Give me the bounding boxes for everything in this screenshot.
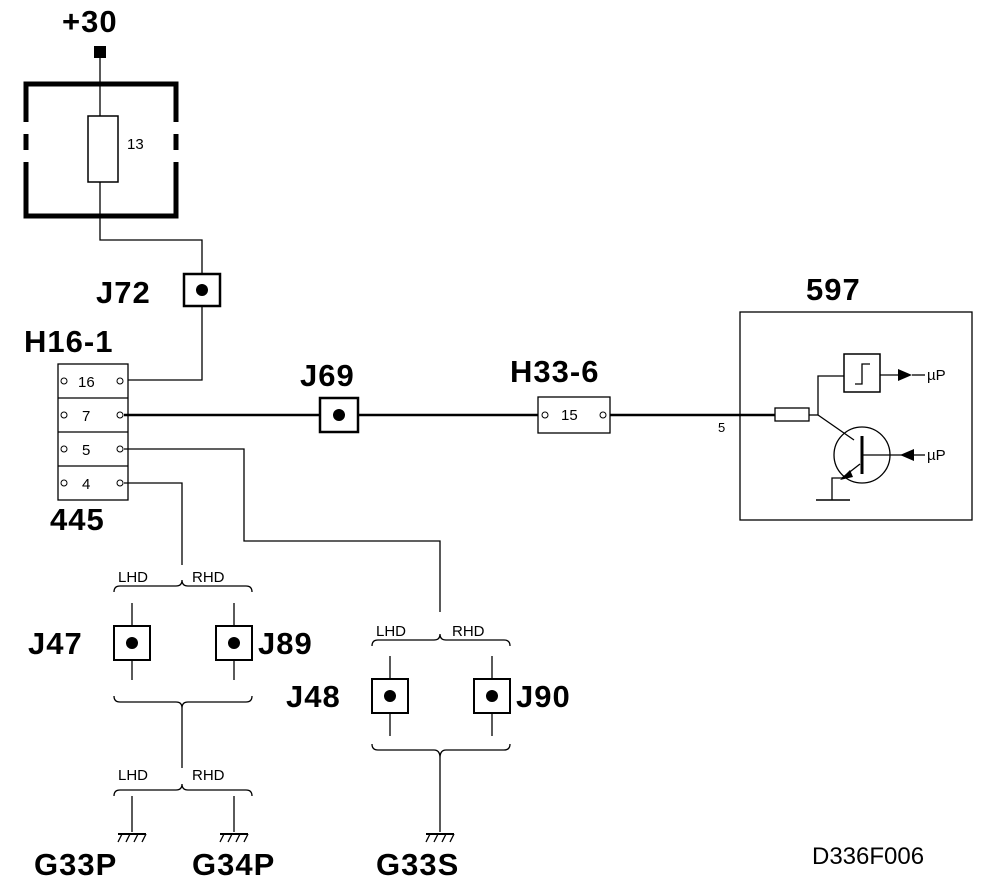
variant-lhd-1: LHD [118,569,148,586]
connector-h16-label: H16-1 [24,324,113,359]
variant-brace-ground-1 [113,783,253,797]
variant-brace-top-2 [371,633,511,647]
ground-icon-g33s [425,833,455,843]
supply-terminal [94,46,106,58]
variant-rhd-1: RHD [192,569,225,586]
variant-brace-top-1 [113,579,253,593]
splice-j47-label: J47 [28,626,83,661]
splice-j69-label: J69 [300,358,355,393]
h16-pin-7: 7 [82,408,90,425]
ground-icon-g34p [219,833,249,843]
h33-pin-15: 15 [561,407,578,424]
module-output-2: µP [927,447,946,464]
ground-g33s-label: G33S [376,847,459,882]
variant-rhd-3: RHD [452,623,485,640]
connector-h33-block [537,396,611,434]
splice-j90-label: J90 [516,679,571,714]
connector-h33-label: H33-6 [510,354,599,389]
drawing-code: D336F006 [812,843,924,870]
fuse-box [22,81,180,219]
variant-rhd-2: RHD [192,767,225,784]
ground-icon-g33p [117,833,147,843]
splice-j72-label: J72 [96,275,151,310]
ground-g34p-label: G34P [192,847,275,882]
ground-g33p-label: G33P [34,847,117,882]
supply-label: +30 [62,4,118,39]
fuse-number: 13 [127,136,144,153]
module-output-1: µP [927,367,946,384]
variant-brace-bottom-1 [113,695,253,709]
module-597-box [739,311,973,521]
fuse-icon [87,115,119,183]
h16-pin-5: 5 [82,442,90,459]
module-597-label: 597 [806,272,861,307]
variant-brace-bottom-2 [371,743,511,759]
splice-j89-label: J89 [258,626,313,661]
h16-pin-4: 4 [82,476,90,493]
h16-pin-16: 16 [78,374,95,391]
variant-lhd-3: LHD [376,623,406,640]
variant-lhd-2: LHD [118,767,148,784]
resistor-icon [774,407,810,422]
connector-h16-block [57,363,129,501]
component-445-label: 445 [50,502,105,537]
splice-j48-label: J48 [286,679,341,714]
module-597-pin: 5 [718,420,725,435]
